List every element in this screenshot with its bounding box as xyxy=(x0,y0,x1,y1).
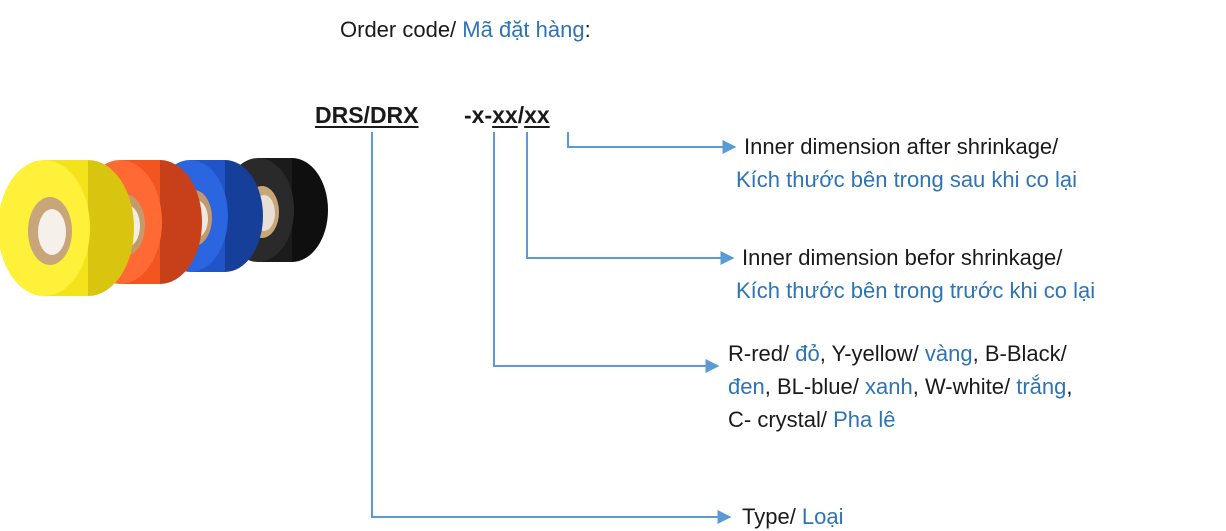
inner-after-label-en: Inner dimension after shrinkage/ xyxy=(744,134,1059,159)
color-line-comma: , xyxy=(1066,374,1073,399)
connector-inner-before xyxy=(526,132,735,265)
code-xx-after: xx xyxy=(524,102,550,128)
inner-after-label-vi: Kích thước bên trong sau khi co lại xyxy=(736,167,1077,192)
color-blue-vi: xanh xyxy=(865,374,913,399)
code-slash: / xyxy=(517,102,525,128)
code-dash: - xyxy=(484,102,493,128)
code-xx-before: xx xyxy=(492,102,518,128)
order-code-colon: : xyxy=(584,17,591,42)
color-codes-line-1: R-red/ đỏ, Y-yellow/ vàng, B-Black/ xyxy=(728,340,1067,368)
color-codes-line-3: C- crystal/ Pha lê xyxy=(728,406,896,434)
code-segment-color: -x-xx/xx xyxy=(464,101,550,129)
color-red-code: R-red/ xyxy=(728,341,796,366)
order-code-label: Order code/ xyxy=(340,17,463,42)
type-label-vi: Loại xyxy=(801,504,844,529)
color-crystal-code: C- crystal/ xyxy=(728,407,834,432)
inner-before-label-en: Inner dimension befor shrinkage/ xyxy=(742,245,1063,270)
type-label-en: Type/ xyxy=(742,504,802,529)
order-code-label-vi: Mã đặt hàng xyxy=(462,17,585,42)
type-label: Type/ Loại xyxy=(742,503,844,531)
connector-inner-after xyxy=(567,132,737,154)
heat-shrink-rolls-image xyxy=(0,158,328,296)
code-x: -x xyxy=(464,102,485,128)
connector-color xyxy=(493,132,720,373)
color-codes-line-2: đen, BL-blue/ xanh, W-white/ trắng, xyxy=(728,373,1073,401)
connector-type xyxy=(371,132,732,524)
code-prefix: DRS/DRX xyxy=(315,102,419,128)
color-red-vi: đỏ xyxy=(795,341,820,366)
inner-before-label-vi: Kích thước bên trong trước khi co lại xyxy=(736,278,1096,303)
color-yellow-code: , Y-yellow/ xyxy=(819,341,925,366)
color-yellow-vi: vàng xyxy=(924,341,973,366)
yellow-roll xyxy=(0,160,134,296)
color-blue-code: , BL-blue/ xyxy=(764,374,865,399)
color-white-code: , W-white/ xyxy=(912,374,1017,399)
color-white-vi: trắng xyxy=(1016,374,1067,399)
color-black-code: , B-Black/ xyxy=(972,341,1067,366)
order-code-heading: Order code/ Mã đặt hàng: xyxy=(340,16,591,44)
color-black-vi: đen xyxy=(728,374,765,399)
color-crystal-vi: Pha lê xyxy=(833,407,896,432)
